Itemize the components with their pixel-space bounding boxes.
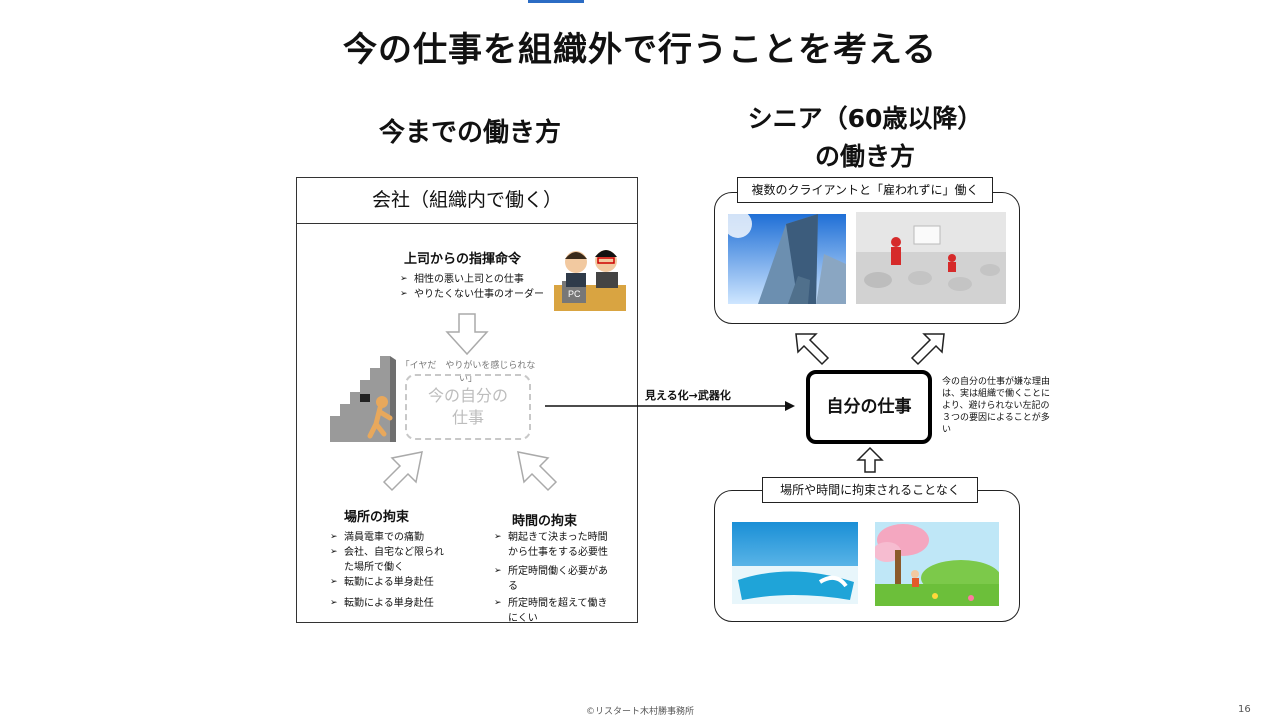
connector-arrow (545, 401, 795, 411)
footer-copyright: ©リスタート木村勝事務所 (585, 707, 694, 717)
boss-title: 上司からの指揮命令 (404, 252, 522, 267)
slide-title: 今の仕事を組織外で行うことを考える (343, 30, 937, 70)
explanation-note: 今の自分の仕事が嫌な理由は、実は組織で働くことにより、避けられない左記の３つの要… (942, 377, 1051, 435)
boss-meeting-illustration: PC (554, 250, 626, 311)
current-job-box: 今の自分の 仕事 (405, 374, 531, 440)
my-work-box: 自分の仕事 (806, 370, 932, 444)
list-item: 相性の悪い上司との仕事 (400, 272, 550, 287)
down-arrow-icon (445, 313, 489, 356)
clients-label: 複数のクライアントと「雇われずに」働く (737, 177, 993, 203)
place-title: 場所の拘束 (344, 510, 410, 525)
time-title: 時間の拘束 (512, 514, 578, 529)
up-left-arrow-icon (795, 333, 830, 366)
list-item: 転勤による単身赴任 (330, 596, 448, 611)
current-job-line2: 仕事 (451, 408, 484, 427)
right-heading-line1: シニア（60歳以降） (747, 104, 983, 133)
list-item: 所定時間働く必要がある (494, 564, 614, 594)
visualize-label: 見える化→武器化 (645, 389, 731, 402)
company-box (296, 177, 638, 623)
up-arrow-icon (856, 446, 884, 473)
right-heading: シニア（60歳以降） の働き方 (700, 100, 1030, 176)
place-list: 満員電車での痛勤 会社、自宅など限られた場所で働く 転勤による単身赴任 転勤によ… (330, 530, 448, 611)
list-item: 朝起きて決まった時間から仕事をする必要性 (494, 530, 614, 560)
up-right-arrow-icon (910, 333, 945, 366)
page-number: 16 (1238, 704, 1251, 715)
up-left-arrow-icon (517, 451, 558, 492)
pc-label: PC (568, 289, 581, 299)
quote-text: 「イヤだ やりがいを感じられない」 (400, 361, 536, 384)
list-item: 満員電車での痛勤 (330, 530, 448, 545)
boss-list: 相性の悪い上司との仕事 やりたくない仕事のオーダー (400, 272, 550, 302)
list-item: やりたくない仕事のオーダー (400, 287, 550, 302)
current-job-line1: 今の自分の (427, 386, 508, 405)
left-heading: 今までの働き方 (378, 118, 561, 148)
right-heading-line2: の働き方 (814, 142, 915, 171)
company-label: 会社（組織内で働く） (297, 178, 637, 224)
accent-bar (528, 0, 584, 3)
stairs-climber-illustration (330, 356, 396, 442)
conference-room-photo (856, 212, 1006, 304)
spring-field-illustration (875, 522, 999, 606)
pool-photo (732, 522, 858, 604)
skyscraper-photo (728, 214, 846, 304)
list-item: 転勤による単身赴任 (330, 575, 448, 590)
time-list: 朝起きて決まった時間から仕事をする必要性 所定時間働く必要がある 所定時間を超え… (494, 530, 614, 626)
up-right-arrow-icon (382, 451, 423, 492)
list-item: 所定時間を超えて働きにくい (494, 596, 614, 626)
list-item: 会社、自宅など限られた場所で働く (330, 545, 448, 575)
freedom-label: 場所や時間に拘束されることなく (762, 477, 978, 503)
